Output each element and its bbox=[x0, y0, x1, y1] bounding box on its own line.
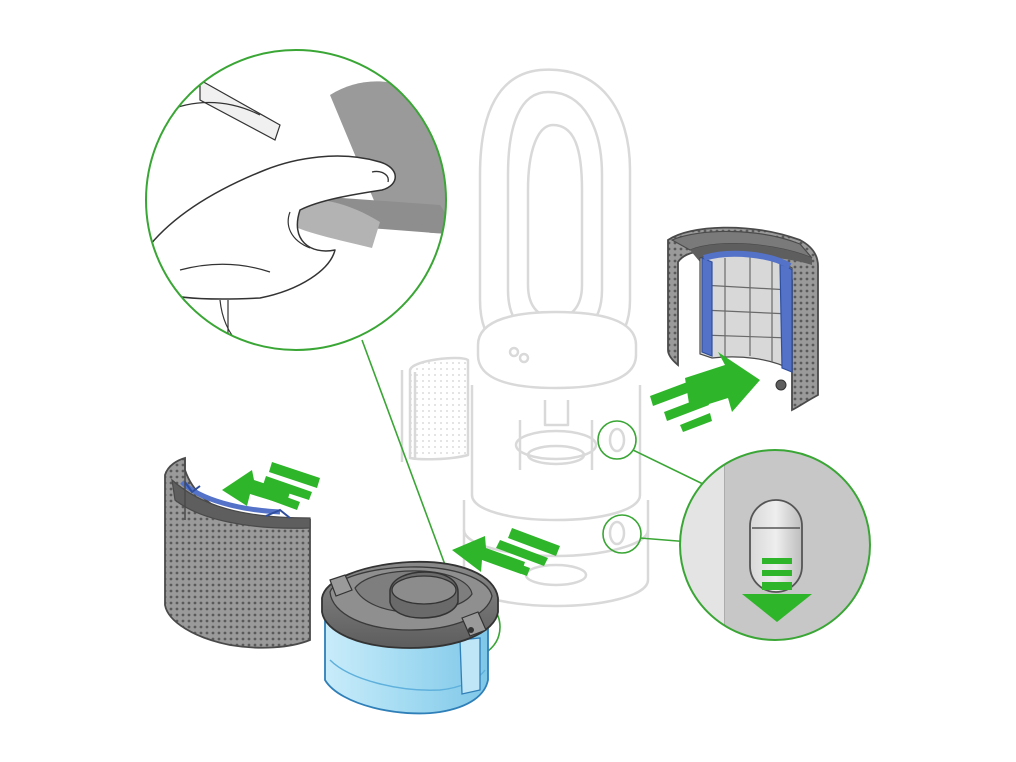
magnifier-hand-press bbox=[145, 49, 447, 351]
filter-half-left bbox=[164, 456, 311, 649]
release-button-icon bbox=[749, 499, 803, 593]
callout-line-tank bbox=[361, 339, 459, 601]
appliance-body bbox=[400, 68, 650, 608]
water-tank bbox=[321, 560, 499, 715]
down-arrow-icon bbox=[742, 558, 812, 622]
filter-half-right bbox=[667, 226, 819, 412]
callout-ring-upper bbox=[597, 420, 637, 460]
callout-ring-lower bbox=[602, 514, 642, 554]
left-arrow-icon bbox=[222, 462, 320, 510]
left-arrow-icon bbox=[452, 528, 560, 576]
callout-line-upper bbox=[632, 449, 706, 486]
magnifier-release-button bbox=[679, 449, 871, 641]
right-arrow-icon bbox=[650, 352, 760, 432]
